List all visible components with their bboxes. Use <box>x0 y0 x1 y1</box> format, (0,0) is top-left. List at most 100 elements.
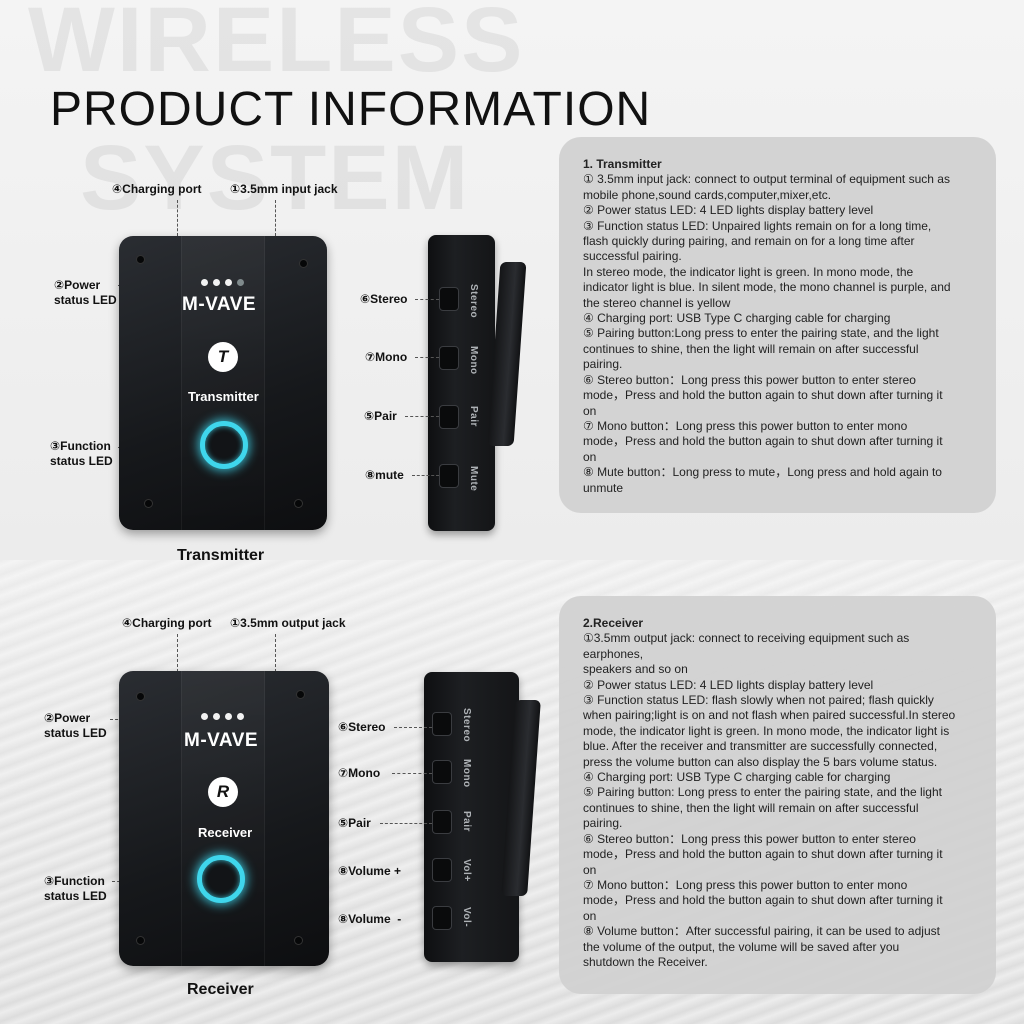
rx-side-label: ⑦Mono <box>338 766 381 780</box>
rx-volume-down-button[interactable] <box>432 906 452 930</box>
panel-line: mode，Press and hold the button again to … <box>583 434 943 449</box>
rx-caption: Receiver <box>187 981 254 998</box>
panel-line: ⑤ Pairing button:Long press to enter the… <box>583 326 939 341</box>
panel-line: ③ Function status LED: flash slowly when… <box>583 693 934 708</box>
function-status-led-ring <box>200 421 248 469</box>
panel-line: the volume of the output, the volume wil… <box>583 939 900 954</box>
panel-line: ⑥ Stereo button：Long press this power bu… <box>583 831 916 846</box>
panel-line: continues to shine, then the light will … <box>583 341 919 356</box>
panel-line: mode, the indicator light is green. In m… <box>583 723 950 738</box>
transmitter-side <box>428 235 495 531</box>
tx-stereo-button[interactable] <box>439 287 459 311</box>
panel-line: earphones, <box>583 646 644 661</box>
panel-line: ⑧ Volume button：After successful pairing… <box>583 924 940 939</box>
tx-btn-text: Mono <box>468 346 479 375</box>
panel-heading: 1. Transmitter <box>583 157 662 171</box>
panel-line: speakers and so on <box>583 662 688 677</box>
tx-pair-button[interactable] <box>439 405 459 429</box>
panel-line: when pairing;light is on and not flash w… <box>583 708 956 723</box>
bg-word-system: SYSTEM <box>80 127 471 229</box>
panel-line: mode，Press and hold the button again to … <box>583 893 943 908</box>
panel-line: on <box>583 403 597 418</box>
panel-line: mode，Press and hold the button again to … <box>583 847 943 862</box>
device-name: Transmitter <box>188 389 259 404</box>
rx-btn-text: Vol+ <box>461 859 472 882</box>
panel-line: press the volume button can also display… <box>583 754 938 769</box>
rx-mono-button[interactable] <box>432 760 452 784</box>
tx-btn-text: Pair <box>468 406 479 427</box>
receiver-front: M-VAVE R Receiver <box>119 671 329 966</box>
panel-line: ④ Charging port: USB Type C charging cab… <box>583 770 891 785</box>
panel-line: on <box>583 449 597 464</box>
screw <box>137 693 144 700</box>
panel-heading: 2.Receiver <box>583 616 644 630</box>
screw <box>145 500 152 507</box>
power-status-leds <box>201 713 244 720</box>
panel-line: pairing. <box>583 816 623 831</box>
panel-line: ⑦ Mono button：Long press this power butt… <box>583 877 908 892</box>
power-status-leds <box>201 279 244 286</box>
rx-side-label: ⑤Pair <box>338 816 371 830</box>
rx-btn-text: Stereo <box>461 708 472 743</box>
transmitter-info-panel: 1. Transmitter ① 3.5mm input jack: conne… <box>559 137 996 513</box>
rx-volume-up-button[interactable] <box>432 858 452 882</box>
tx-label-charging: ④Charging port <box>112 182 202 196</box>
rx-label-power: ②Power status LED <box>44 711 107 740</box>
screw <box>300 260 307 267</box>
panel-line: ⑦ Mono button：Long press this power butt… <box>583 418 908 433</box>
tx-caption: Transmitter <box>177 547 265 564</box>
panel-line: ④ Charging port: USB Type C charging cab… <box>583 311 891 326</box>
receiver-logo-icon: R <box>208 777 238 807</box>
rx-label-function: ③Function status LED <box>44 874 107 903</box>
rx-side-label: ⑧Volume + <box>338 864 401 878</box>
transmitter-front: M-VAVE T Transmitter <box>119 236 327 530</box>
device-name: Receiver <box>198 825 253 840</box>
rx-side-label: ⑧Volume - <box>338 912 402 926</box>
page-title: PRODUCT INFORMATION <box>50 83 652 136</box>
receiver-info-panel: 2.Receiver ①3.5mm output jack: connect t… <box>559 596 996 994</box>
panel-line: pairing. <box>583 357 623 372</box>
panel-line: In stereo mode, the indicator light is g… <box>583 264 914 279</box>
screw <box>137 937 144 944</box>
panel-line: ③ Function status LED: Unpaired lights r… <box>583 218 932 233</box>
rx-label-charging: ④Charging port <box>122 616 212 630</box>
screw <box>295 937 302 944</box>
panel-line: mobile phone,sound cards,computer,mixer,… <box>583 187 832 202</box>
panel-line: the stereo channel is yellow <box>583 295 731 310</box>
rx-pair-button[interactable] <box>432 810 452 834</box>
tx-mono-button[interactable] <box>439 346 459 370</box>
panel-line: on <box>583 862 597 877</box>
tx-btn-text: Mute <box>468 466 479 492</box>
screw <box>297 691 304 698</box>
rx-label-jack: ①3.5mm output jack <box>230 616 346 630</box>
tx-side-label: ⑦Mono <box>365 350 408 364</box>
function-status-led-ring <box>197 855 245 903</box>
panel-line: indicator light is blue. In silent mode,… <box>583 280 951 295</box>
transmitter-logo-icon: T <box>208 342 238 372</box>
panel-body: ① 3.5mm input jack: connect to output te… <box>583 172 976 496</box>
screw <box>137 256 144 263</box>
panel-line: ⑥ Stereo button：Long press this power bu… <box>583 372 916 387</box>
panel-line: ①3.5mm output jack: connect to receiving… <box>583 631 910 646</box>
panel-line: flash quickly during pairing, and remain… <box>583 234 915 249</box>
bg-word-wireless: WIRELESS <box>28 0 525 91</box>
tx-label-jack: ①3.5mm input jack <box>230 182 338 196</box>
screw <box>295 500 302 507</box>
panel-line: mode，Press and hold the button again to … <box>583 388 943 403</box>
tx-label-power: ②Power status LED <box>54 278 117 307</box>
tx-label-function: ③Function status LED <box>50 439 113 468</box>
panel-line: ② Power status LED: 4 LED lights display… <box>583 677 874 692</box>
panel-body: ①3.5mm output jack: connect to receiving… <box>583 631 976 970</box>
tx-mute-button[interactable] <box>439 464 459 488</box>
tx-side-label: ⑥Stereo <box>360 292 408 306</box>
rx-side-label: ⑥Stereo <box>338 720 386 734</box>
panel-line: ⑧ Mute button：Long press to mute，Long pr… <box>583 465 942 480</box>
brand-logo: M-VAVE <box>182 294 257 315</box>
tx-btn-text: Stereo <box>468 284 479 319</box>
panel-line: unmute <box>583 480 624 495</box>
panel-line: ② Power status LED: 4 LED lights display… <box>583 203 874 218</box>
rx-btn-text: Mono <box>461 759 472 788</box>
panel-line: ① 3.5mm input jack: connect to output te… <box>583 172 950 187</box>
panel-line: continues to shine, then the light will … <box>583 800 919 815</box>
rx-stereo-button[interactable] <box>432 712 452 736</box>
